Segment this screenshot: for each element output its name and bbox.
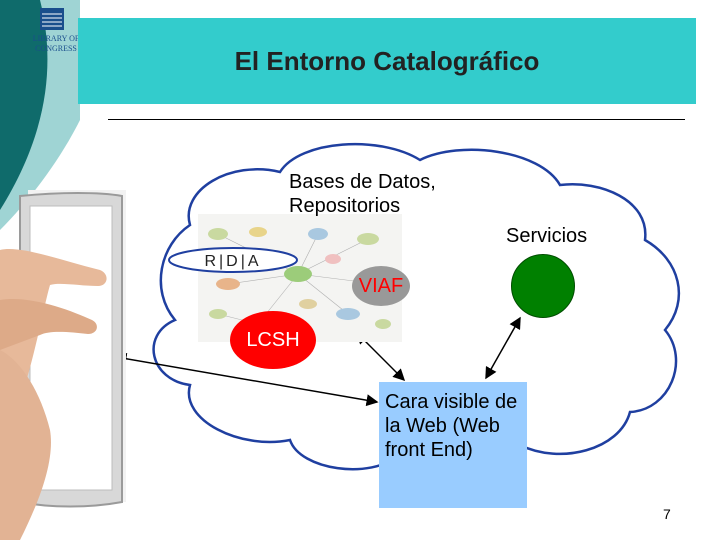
- lcsh-label: LCSH: [246, 329, 299, 352]
- rda-logo-text: R|D|A: [204, 253, 261, 270]
- rda-logo: R|D|A: [167, 246, 299, 274]
- viaf-node: VIAF: [352, 266, 410, 306]
- arrow-services-frontend: [486, 318, 520, 378]
- viaf-label: VIAF: [359, 275, 403, 298]
- web-front-end-box: Cara visible de la Web (Web front End): [379, 382, 527, 508]
- arrow-tablet-frontend: [116, 357, 377, 402]
- servicios-node: [511, 254, 575, 318]
- cara-visible-label: Cara visible de la Web (Web front End): [385, 391, 517, 461]
- lcsh-node: LCSH: [230, 311, 316, 369]
- page-number: 7: [663, 506, 671, 522]
- servicios-label: Servicios: [506, 224, 587, 248]
- tablet-hand-image: [0, 190, 126, 540]
- bases-de-datos-label: Bases de Datos, Repositorios: [289, 170, 449, 218]
